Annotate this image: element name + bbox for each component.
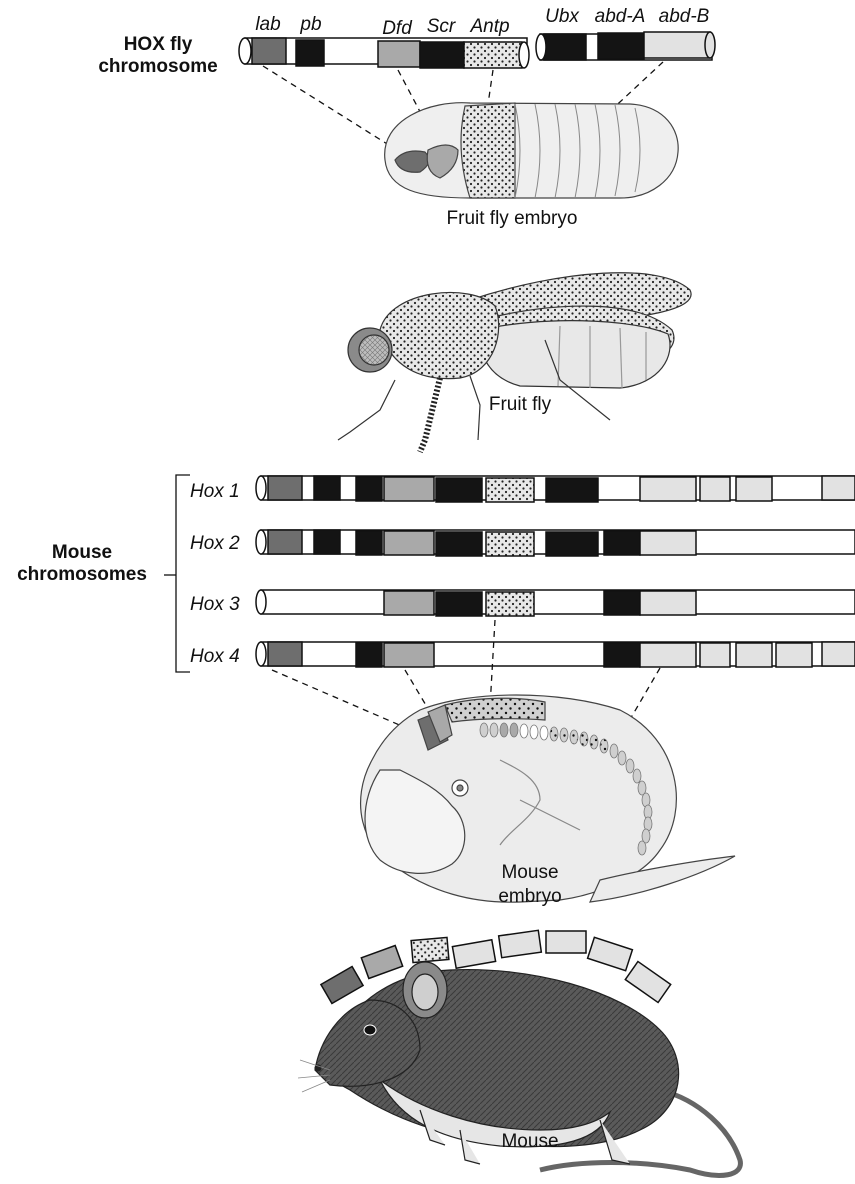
mouse-chromosomes-label-line2: chromosomes: [17, 564, 147, 585]
hox3-chromosome: [256, 590, 855, 616]
gene-label-antp: Antp: [469, 16, 509, 37]
fruit-fly-label: Fruit fly: [489, 394, 552, 415]
hox1-chromosome: [256, 476, 855, 502]
fly-chromosome-segment-1: [239, 38, 529, 68]
hox-cluster-label-1: Hox 1: [190, 481, 240, 502]
fly-chromosome-title-line1: HOX fly: [124, 34, 193, 55]
gene-label-ubx: Ubx: [545, 6, 580, 27]
mouse-embryo-label-line1: Mouse: [501, 862, 558, 883]
mouse-chromosomes-label-line1: Mouse: [52, 542, 112, 563]
gene-label-dfd: Dfd: [382, 18, 413, 39]
gene-label-scr: Scr: [427, 16, 456, 37]
hox-cluster-label-2: Hox 2: [190, 533, 240, 554]
hox4-chromosome: [256, 642, 855, 667]
fly-chromosome-segment-2: [536, 32, 715, 60]
mouse-chromosomes-bracket: [164, 475, 190, 672]
hox-cluster-label-4: Hox 4: [190, 646, 240, 667]
gene-label-pb: pb: [299, 14, 321, 35]
hox-cluster-labels: Hox 1 Hox 2 Hox 3 Hox 4: [190, 481, 240, 667]
hox-cluster-label-3: Hox 3: [190, 594, 240, 615]
mouse-embryo-label-line2: embryo: [498, 886, 561, 907]
fly-embryo-label: Fruit fly embryo: [447, 208, 578, 229]
fly-chromosome-title: HOX fly chromosome: [98, 34, 217, 77]
mouse-label: Mouse: [501, 1131, 558, 1152]
gene-label-abd-a: abd-A: [595, 6, 646, 27]
fruit-fly-illustration: [338, 273, 691, 452]
fly-embryo-illustration: [385, 103, 679, 198]
fly-chromosome-title-line2: chromosome: [98, 56, 217, 77]
gene-label-abd-b: abd-B: [659, 6, 710, 27]
hox2-chromosome: [256, 530, 855, 556]
gene-label-lab: lab: [255, 14, 280, 35]
